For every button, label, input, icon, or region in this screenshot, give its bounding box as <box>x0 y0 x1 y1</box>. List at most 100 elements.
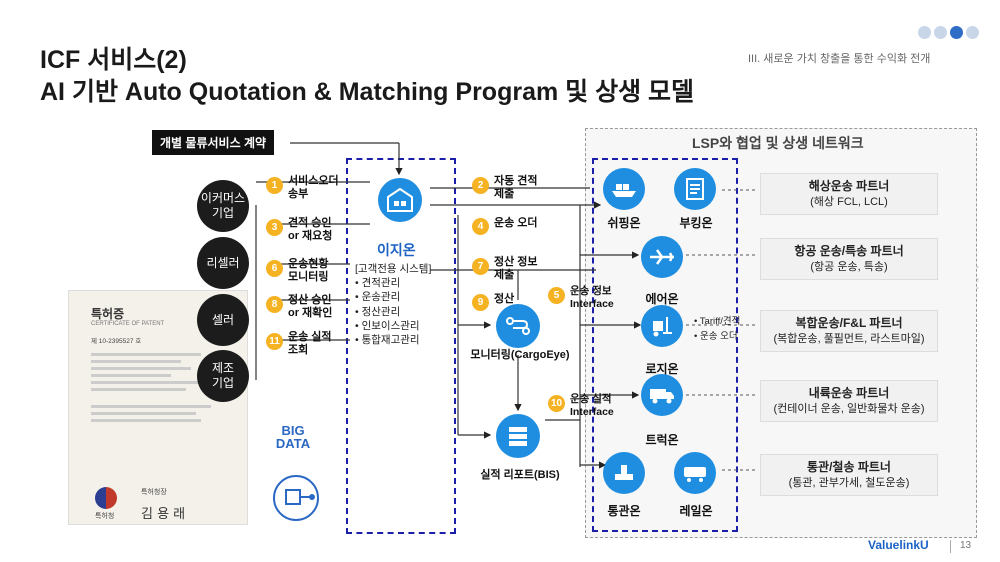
partner-sea: 해상운송 파트너 (해상 FCL, LCL) <box>760 173 938 215</box>
partner-inland: 내륙운송 파트너 (컨테이너 운송, 일반화물차 운송) <box>760 380 938 422</box>
certificate-text-lines <box>91 349 211 426</box>
partner-customs-rail: 통관/철송 파트너 (통관, 관부가세, 철도운송) <box>760 454 938 496</box>
page-number: 13 <box>960 540 972 551</box>
ai-head-icon <box>273 475 319 521</box>
monitoring-label: 모니터링(CargoEye) <box>470 349 570 361</box>
tariff-note: • Tariff/견적 • 운송 오더 <box>694 316 741 343</box>
ezon-feature: • 정산관리 <box>355 305 401 318</box>
customer-reseller: 리셀러 <box>197 237 249 289</box>
service-truck-label: 트럭온 <box>645 433 679 447</box>
progress-dot <box>966 26 979 39</box>
certificate-heading: 특허증 <box>91 307 125 321</box>
service-customs-label: 통관온 <box>607 504 641 518</box>
database-icon <box>509 427 527 446</box>
partner-title: 항공 운송/특송 파트너 <box>794 244 904 258</box>
certificate-commissioner: 특허청장 <box>141 489 167 496</box>
truck-icon <box>641 374 683 416</box>
service-logistics-label: 로지온 <box>645 362 679 376</box>
certificate-office: 특허청 <box>95 513 115 520</box>
partner-title: 해상운송 파트너 <box>808 179 890 193</box>
ship-icon <box>612 184 636 197</box>
warehouse-icon <box>387 187 413 212</box>
emblem-icon <box>95 487 117 509</box>
partner-air: 항공 운송/특송 파트너 (항공 운송, 특송) <box>760 238 938 280</box>
page-title: ICF 서비스(2) <box>40 46 187 74</box>
step-text: 운송 오더 <box>494 217 538 229</box>
step-number: 6 <box>266 260 283 277</box>
ezon-feature: • 인보이스관리 <box>355 319 420 332</box>
booking-icon <box>674 168 716 210</box>
partner-title: 내륙운송 파트너 <box>808 386 890 400</box>
customs-icon <box>603 452 645 494</box>
contract-label: 개별 물류서비스 계약 <box>152 130 275 155</box>
customs-stamp-icon <box>615 465 633 480</box>
partner-title: 복합운송/F&L 파트너 <box>795 316 903 330</box>
big-data-icon: BIG DATA <box>275 423 311 451</box>
step-text: 운송 실적 조회 <box>288 331 332 357</box>
certificate-signature: 김 용 래 <box>141 507 186 522</box>
step-number: 3 <box>266 219 283 236</box>
step-number: 11 <box>266 333 283 350</box>
partner-multimodal: 복합운송/F&L 파트너 (복합운송, 풀필먼트, 라스트마일) <box>760 310 938 352</box>
service-rail-label: 레일온 <box>679 504 713 518</box>
service-box <box>592 158 738 532</box>
customer-seller: 셀러 <box>197 294 249 346</box>
section-label: III. 새로운 가치 창출을 통한 수익화 전개 <box>748 53 931 65</box>
ezon-feature: • 통합재고관리 <box>355 333 420 346</box>
partner-desc: (컨테이너 운송, 일반화물차 운송) <box>773 402 925 415</box>
progress-dot-active <box>950 26 963 39</box>
page-subtitle: AI 기반 Auto Quotation & Matching Program … <box>40 78 695 106</box>
step-number: 2 <box>472 177 489 194</box>
ezon-box <box>346 158 456 534</box>
step-11: 11 운송 실적 조회 <box>266 331 346 363</box>
step-number: 4 <box>472 218 489 235</box>
monitoring-icon <box>496 304 540 348</box>
customer-manufacturer: 제조 기업 <box>197 350 249 402</box>
service-booking-label: 부킹온 <box>679 216 713 230</box>
service-air-label: 에어온 <box>645 292 679 306</box>
step-text: 운송 정보 Interface <box>570 285 614 310</box>
progress-dot <box>918 26 931 39</box>
document-icon <box>686 178 704 200</box>
step-1: 1 서비스오더 송부 <box>266 175 346 207</box>
route-icon <box>506 317 530 335</box>
step-text: 서비스오더 송부 <box>288 175 339 201</box>
progress-dot <box>934 26 947 39</box>
step-3: 3 견적 승인 or 재요청 <box>266 217 346 249</box>
step-text: 견적 승인 or 재요청 <box>288 217 333 243</box>
partner-desc: (해상 FCL, LCL) <box>810 195 888 208</box>
brand-logo: ValuelinkU <box>868 538 929 552</box>
ezon-feature: • 견적관리 <box>355 277 401 290</box>
truck-shape-icon <box>650 389 674 404</box>
progress-dots <box>918 26 979 39</box>
step-text: 자동 견적 제출 <box>494 175 538 201</box>
step-text: 운송 실적 Interface <box>570 393 614 418</box>
certificate-subheading: CERTIFICATE OF PATENT <box>91 321 165 327</box>
ezon-icon <box>378 178 422 222</box>
step-text: 정산 <box>494 293 515 305</box>
partner-title: 통관/철송 파트너 <box>807 460 891 474</box>
footer-divider <box>950 540 951 553</box>
step-8: 8 정산 승인 or 재확인 <box>266 294 346 326</box>
step-number: 8 <box>266 296 283 313</box>
train-icon <box>684 467 706 482</box>
customer-ecommerce: 이커머스 기업 <box>197 180 249 232</box>
step-text: 정산 정보 제출 <box>494 256 538 282</box>
shipping-icon <box>603 168 645 210</box>
airplane-icon <box>650 249 674 265</box>
forklift-icon <box>653 317 672 337</box>
certificate-number: 제 10-2395527 호 <box>91 338 142 345</box>
ezon-system-label: [고객전용 시스템] <box>355 263 432 275</box>
rail-icon <box>674 452 716 494</box>
ezon-feature: • 운송관리 <box>355 291 401 304</box>
service-shipping-label: 쉬핑온 <box>607 216 641 230</box>
report-icon <box>496 414 540 458</box>
step-number: 1 <box>266 177 283 194</box>
step-6: 6 운송현황 모니터링 <box>266 258 346 290</box>
partner-desc: (통관, 관부가세, 철도운송) <box>788 476 910 489</box>
step-number: 5 <box>548 287 565 304</box>
step-number: 10 <box>548 395 565 412</box>
air-icon <box>641 236 683 278</box>
lsp-title: LSP와 협업 및 상생 네트워크 <box>692 135 864 151</box>
